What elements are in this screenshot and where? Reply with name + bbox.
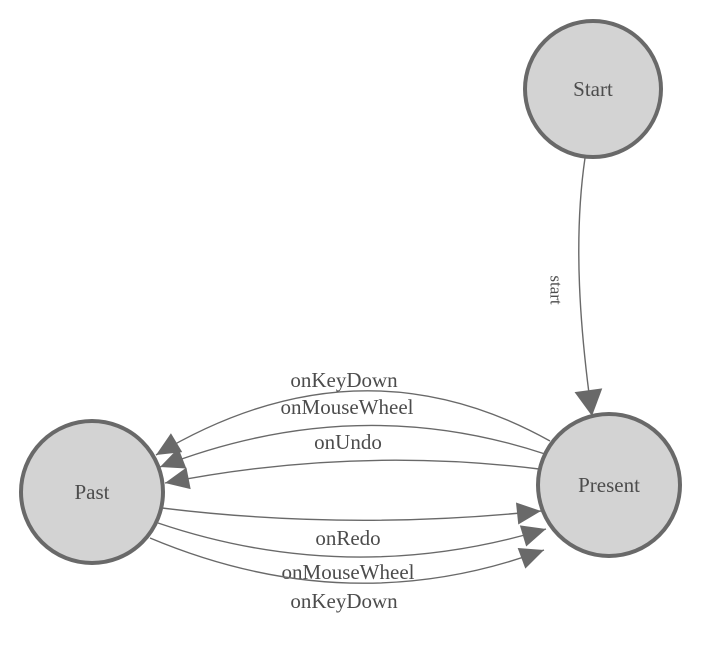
arrowhead-present-to-past-onKeyDown [156, 433, 183, 455]
transition-edge-past-to-present-onRedo[interactable] [161, 507, 542, 521]
state-label-start: Start [573, 77, 613, 101]
transition-edge-present-to-past-onMouseWheel[interactable] [159, 424, 546, 468]
state-label-present: Present [578, 473, 640, 497]
transition-edge-past-to-present-onMouseWheel[interactable] [157, 522, 547, 558]
arrowhead-start-to-present [574, 388, 603, 416]
state-node-present[interactable] [536, 412, 682, 558]
edge-label-start-to-present: start [547, 275, 566, 305]
arrowhead-past-to-present-onRedo [515, 502, 541, 525]
arrowhead-present-to-past-onMouseWheel [160, 448, 187, 469]
edge-label-present-to-past-onUndo: onUndo [314, 430, 382, 454]
arrowhead-past-to-present-onKeyDown [517, 548, 544, 569]
transition-edge-start-to-present[interactable] [578, 157, 593, 417]
transition-edge-present-to-past-onUndo[interactable] [164, 459, 540, 484]
state-label-past: Past [74, 480, 109, 504]
edge-label-past-to-present-onKeyDown: onKeyDown [290, 589, 398, 613]
transition-edge-present-to-past-onKeyDown[interactable] [155, 390, 551, 456]
transition-edge-past-to-present-onKeyDown[interactable] [149, 537, 545, 584]
arrowhead-present-to-past-onUndo [165, 467, 191, 490]
edge-label-past-to-present-onRedo: onRedo [315, 526, 380, 550]
edge-label-past-to-present-onMouseWheel: onMouseWheel [282, 560, 415, 584]
arrowhead-past-to-present-onMouseWheel [519, 525, 546, 547]
state-node-start[interactable] [523, 19, 663, 159]
edge-label-present-to-past-onKeyDown: onKeyDown [290, 368, 398, 392]
state-node-past[interactable] [19, 419, 165, 565]
edge-label-present-to-past-onMouseWheel: onMouseWheel [281, 395, 414, 419]
